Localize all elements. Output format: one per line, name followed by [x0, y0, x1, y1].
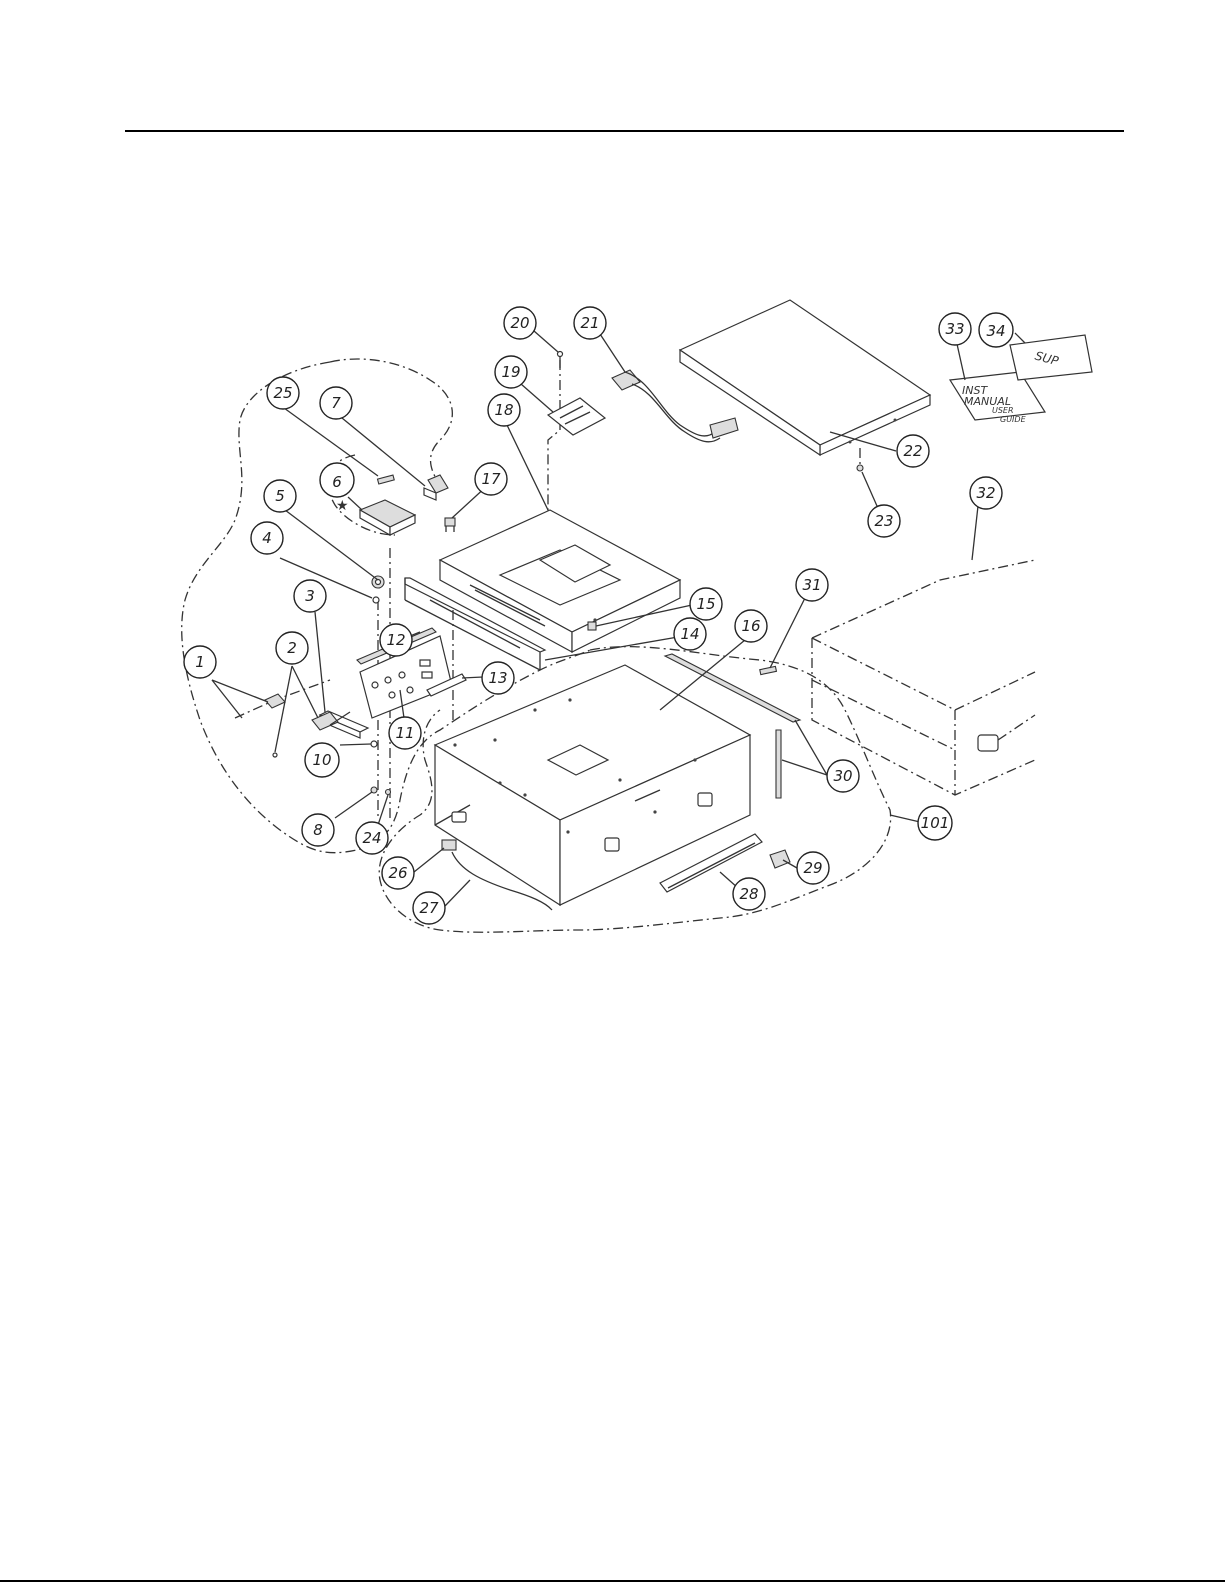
- group-outline-top: [330, 359, 452, 485]
- washer-10: [371, 741, 377, 747]
- callout-21-label: 21: [580, 314, 599, 332]
- drawer-chassis: [440, 510, 680, 652]
- callout-8-label: 8: [313, 821, 323, 839]
- callout-18: 18: [488, 394, 520, 426]
- callout-101-label: 101: [921, 814, 950, 832]
- callout-6-label: 6: [332, 473, 342, 491]
- callout-1: 1: [184, 646, 216, 678]
- callout-19-label: 19: [501, 363, 520, 381]
- leader-101: [890, 815, 920, 822]
- callout-23-label: 23: [874, 512, 893, 530]
- callout-8: 8: [302, 814, 334, 846]
- callout-31-label: 31: [802, 576, 821, 594]
- interface-board: [548, 398, 605, 435]
- callout-30: 30: [827, 760, 859, 792]
- bracket-17: [445, 518, 455, 532]
- callout-19: 19: [495, 356, 527, 388]
- supplement-card: SUP: [1010, 335, 1092, 380]
- callout-18-label: 18: [494, 401, 513, 419]
- callout-4-label: 4: [262, 529, 272, 547]
- callout-17-label: 17: [481, 470, 501, 488]
- callout-12-label: 12: [386, 631, 405, 649]
- callout-22-label: 22: [903, 442, 922, 460]
- manual-line-3: USER: [992, 406, 1014, 415]
- manual-line-4: GUIDE: [1000, 415, 1027, 424]
- star-mark: ★: [336, 498, 349, 514]
- callout-24-label: 24: [362, 829, 381, 847]
- callout-101: 101: [918, 806, 952, 840]
- callout-16: 16: [735, 610, 767, 642]
- callout-20-label: 20: [510, 314, 529, 332]
- callout-28: 28: [733, 878, 765, 910]
- callout-1-label: 1: [195, 653, 205, 671]
- callout-10: 10: [305, 743, 339, 777]
- callout-15-label: 15: [696, 595, 715, 613]
- callout-3: 3: [294, 580, 326, 612]
- instruction-manual-card: INST MANUAL USER GUIDE: [950, 372, 1045, 424]
- pin-25: [377, 475, 394, 484]
- callout-34-label: 34: [986, 322, 1005, 340]
- callout-25: 25: [267, 377, 299, 409]
- callout-28-label: 28: [739, 885, 758, 903]
- pad-31: [760, 666, 777, 674]
- callout-32-label: 32: [976, 484, 995, 502]
- callout-20: 20: [504, 307, 536, 339]
- callout-15: 15: [690, 588, 722, 620]
- screw-23: [857, 465, 863, 471]
- callout-30-label: 30: [833, 767, 852, 785]
- callout-33-label: 33: [945, 320, 964, 338]
- clip-1: [265, 694, 285, 708]
- callout-29-label: 29: [803, 859, 822, 877]
- callout-27-label: 27: [419, 899, 439, 917]
- connector-15: [588, 622, 596, 630]
- callout-34: 34: [979, 313, 1013, 347]
- callout-2-label: 2: [287, 639, 297, 657]
- screw-20: [558, 352, 563, 369]
- callout-22: 22: [897, 435, 929, 467]
- callout-31: 31: [796, 569, 828, 601]
- spring-4: [373, 597, 379, 603]
- callout-6: 6: [320, 463, 354, 497]
- callout-33: 33: [939, 313, 971, 345]
- callout-25-label: 25: [273, 384, 292, 402]
- callout-32: 32: [970, 477, 1002, 509]
- callout-12: 12: [380, 624, 412, 656]
- callout-7-label: 7: [331, 394, 341, 412]
- callout-11-label: 11: [395, 724, 414, 742]
- callout-13: 13: [482, 662, 514, 694]
- callout-4: 4: [251, 522, 283, 554]
- knob-5: [372, 576, 384, 588]
- callout-13-label: 13: [488, 669, 507, 687]
- latch-7: [424, 475, 448, 500]
- corner-29: [770, 850, 790, 868]
- callout-17: 17: [475, 463, 507, 495]
- callout-7: 7: [320, 387, 352, 419]
- callout-14-label: 14: [680, 625, 699, 643]
- callout-3-label: 3: [305, 587, 315, 605]
- callout-16-label: 16: [741, 617, 760, 635]
- callout-11: 11: [389, 717, 421, 749]
- callout-26: 26: [382, 857, 414, 889]
- callout-10-label: 10: [312, 751, 331, 769]
- callout-5: 5: [264, 480, 296, 512]
- callout-14: 14: [674, 618, 706, 650]
- callout-24: 24: [356, 822, 388, 854]
- screw-24: [386, 790, 391, 795]
- callout-29: 29: [797, 852, 829, 884]
- callout-2: 2: [276, 632, 308, 664]
- callout-27: 27: [413, 892, 445, 924]
- callout-5-label: 5: [275, 487, 285, 505]
- callout-26-label: 26: [388, 864, 407, 882]
- callout-21: 21: [574, 307, 606, 339]
- callout-23: 23: [868, 505, 900, 537]
